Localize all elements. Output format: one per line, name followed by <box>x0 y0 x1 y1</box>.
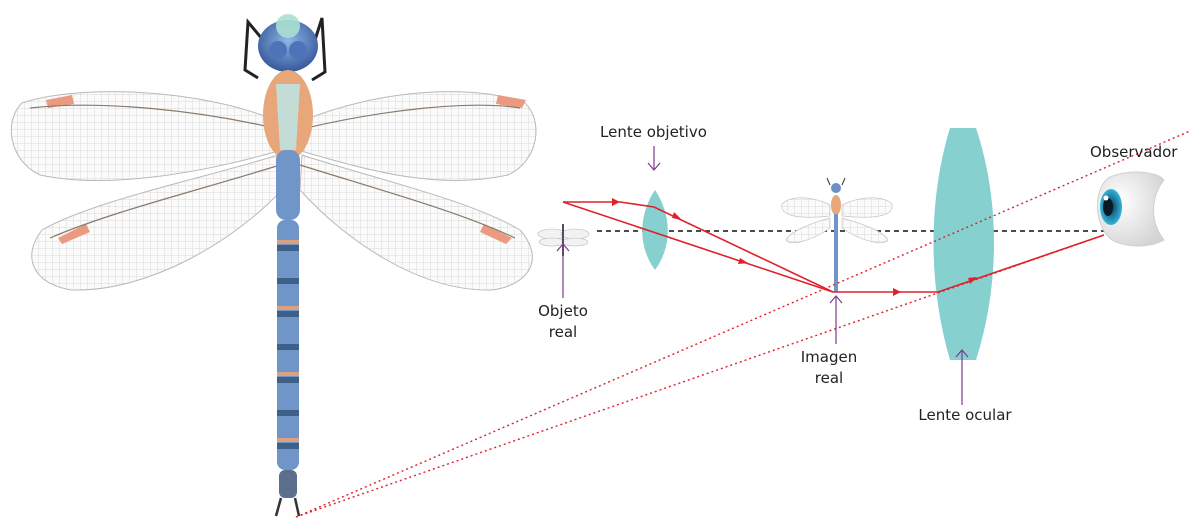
dragonfly-abdomen <box>276 150 300 516</box>
observer-label: Observador <box>1090 143 1178 161</box>
real-object-label-line2: real <box>549 323 577 341</box>
label-pointers <box>557 146 968 405</box>
observer-eye-icon <box>1097 172 1164 246</box>
real-image-label-line1: Imagen <box>801 348 857 366</box>
eyepiece-lens-label: Lente ocular <box>918 406 1012 424</box>
real-object-label-line1: Objeto <box>538 302 588 320</box>
real-image-label-line2: real <box>815 369 843 387</box>
virtual-image-dragonfly <box>11 14 536 516</box>
eyepiece-lens <box>934 128 995 360</box>
virtual-rays <box>296 131 1190 517</box>
objective-lens-label: Lente objetivo <box>600 123 707 141</box>
